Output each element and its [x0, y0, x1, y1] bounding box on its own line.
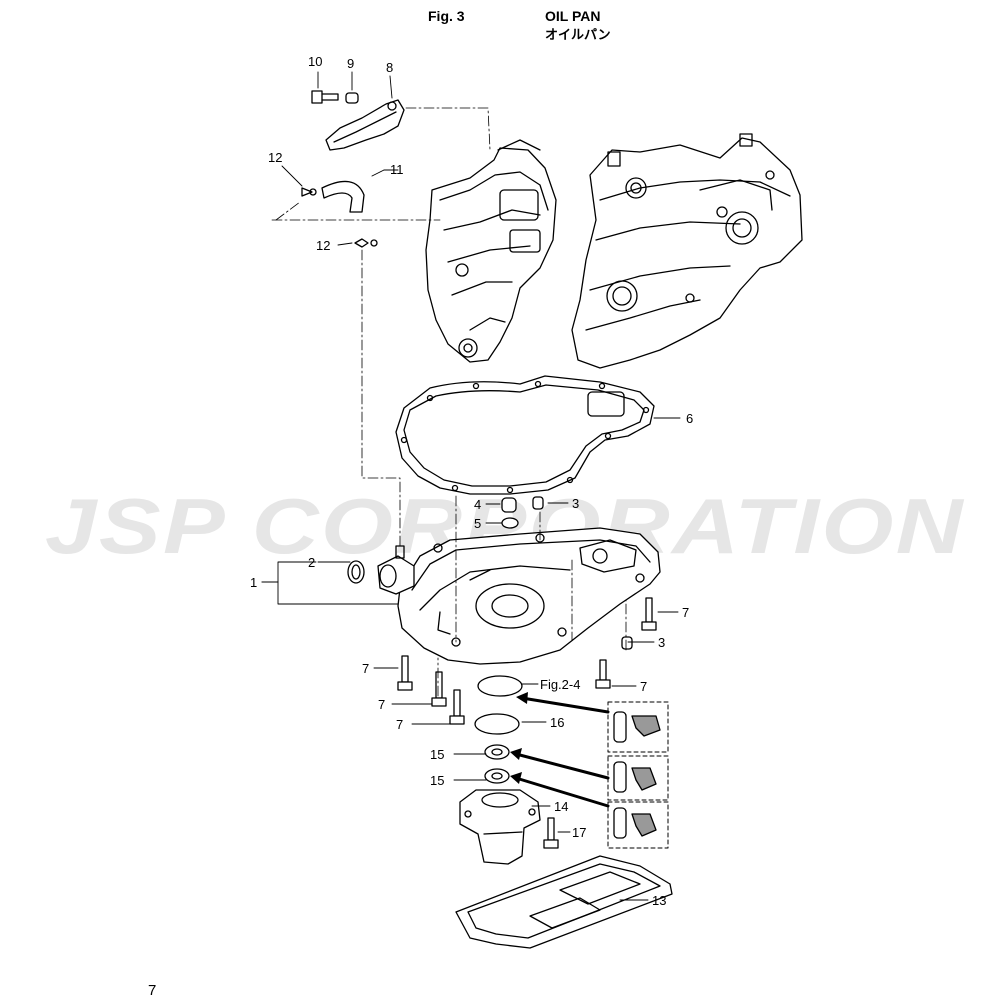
callout-7-left-a: 7 — [362, 661, 369, 676]
gasket-6 — [395, 375, 655, 495]
callout-14: 14 — [554, 799, 568, 814]
callout-8: 8 — [386, 60, 393, 75]
callout-5: 5 — [474, 516, 481, 531]
hose-and-clips — [301, 180, 378, 248]
callout-17: 17 — [572, 825, 586, 840]
callout-15-upper: 15 — [430, 747, 444, 762]
detail-arrowheads — [510, 692, 528, 784]
engine-block-right — [571, 133, 803, 369]
seal-detail-profiles — [613, 711, 661, 839]
oil-seal-15-lower — [484, 768, 510, 784]
bracket-assembly — [311, 90, 405, 151]
callout-7-right: 7 — [682, 605, 689, 620]
pump-impeller — [477, 675, 523, 697]
engine-block-left — [425, 139, 557, 363]
oil-pan-1 — [397, 527, 661, 665]
callout-3-lower: 3 — [658, 635, 665, 650]
callout-12-upper: 12 — [268, 150, 282, 165]
callout-4: 4 — [474, 497, 481, 512]
bolt-17 — [543, 817, 559, 849]
callout-9: 9 — [347, 56, 354, 71]
dowel-3-upper — [532, 496, 544, 510]
callout-7-right-lower: 7 — [640, 679, 647, 694]
oil-inlet — [347, 545, 415, 595]
o-ring-16 — [474, 713, 520, 735]
oil-seal-15-upper — [484, 744, 510, 760]
callout-11: 11 — [390, 162, 404, 177]
dowel-3-lower — [621, 636, 633, 650]
callout-6: 6 — [686, 411, 693, 426]
part-number-labels: 10 9 8 12 11 12 6 4 5 3 2 1 7 3 7 7 7 7 … — [250, 54, 693, 908]
callout-10: 10 — [308, 54, 322, 69]
callout-7-left-b: 7 — [378, 697, 385, 712]
page-number: 7 — [148, 982, 157, 999]
callout-12-lower: 12 — [316, 238, 330, 253]
callout-15-lower: 15 — [430, 773, 444, 788]
callout-3-upper: 3 — [572, 496, 579, 511]
washer-5 — [501, 517, 519, 529]
installation-lines — [271, 107, 627, 697]
plug-4 — [501, 497, 517, 513]
gasket-13 — [455, 855, 673, 949]
detail-arrows — [514, 696, 610, 808]
bolts-7 — [397, 597, 657, 725]
figure-label: Fig. 3 — [428, 8, 465, 24]
leader-lines — [261, 71, 681, 901]
diagram-title: OIL PAN — [545, 8, 601, 24]
callout-1: 1 — [250, 575, 257, 590]
diagram-title-japanese: オイルパン — [545, 28, 611, 43]
callout-2: 2 — [308, 555, 315, 570]
callout-13: 13 — [652, 893, 666, 908]
housing-14 — [459, 789, 541, 865]
figure-reference-link[interactable]: Fig.2-4 — [540, 677, 580, 692]
callout-16: 16 — [550, 715, 564, 730]
callout-7-left-c: 7 — [396, 717, 403, 732]
